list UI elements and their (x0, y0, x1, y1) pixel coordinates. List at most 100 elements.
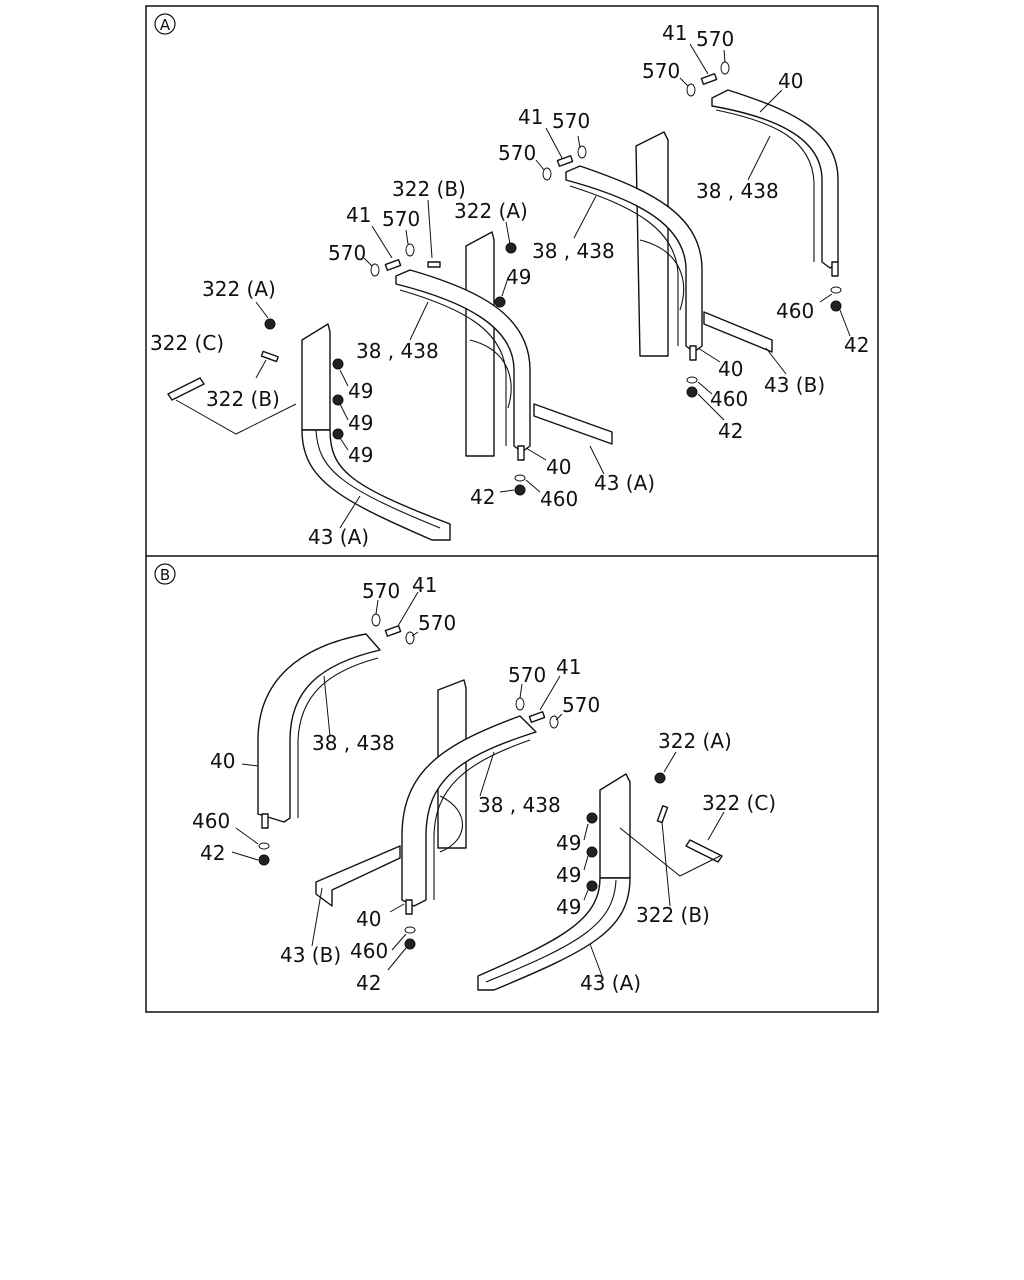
floor-rail-43b (703, 311, 773, 353)
label-a-40-right: 40 (778, 69, 803, 93)
label-b-38-438-mid: 38 , 438 (478, 793, 561, 817)
label-a-41-left: 41 (346, 203, 371, 227)
label-a-570-left-1: 570 (382, 207, 420, 231)
label-b-570-mid-2: 570 (562, 693, 600, 717)
label-a-49-1: 49 (348, 379, 373, 403)
label-b-41-mid: 41 (556, 655, 581, 679)
label-b-570-mid-1: 570 (508, 663, 546, 687)
pin-a-41-left (384, 259, 402, 271)
panel-b-id: B (160, 566, 170, 584)
floor-rail-43a-bottom (301, 429, 451, 541)
label-b-38-438-left: 38 , 438 (312, 731, 395, 755)
bow-right-assembly (686, 61, 842, 312)
floor-rail-b-43b (315, 845, 401, 907)
leaders-a (255, 43, 851, 529)
ring-b-570-left-2 (405, 631, 415, 645)
bolt-a-322a-left (264, 318, 276, 330)
pin-b-41-left (384, 625, 402, 637)
ring-a-570-right-1 (720, 61, 730, 75)
floor-rail-b-43a-inner (485, 879, 617, 983)
label-a-49-2: 49 (348, 411, 373, 435)
bow-b-left (257, 633, 381, 823)
bolt-a-322c (167, 377, 205, 401)
nut-a-49-2 (332, 394, 344, 406)
washer-b-460-mid (404, 926, 416, 934)
ring-b-570-mid-1 (515, 697, 525, 711)
bow-middle-inner (569, 185, 679, 346)
panel-b-marker (154, 563, 176, 585)
label-a-41-right: 41 (662, 21, 687, 45)
label-a-570-right-2: 570 (642, 59, 680, 83)
label-b-43a: 43 (A) (580, 971, 641, 995)
washer-a-460-mid (686, 376, 698, 384)
label-a-43a-mid: 43 (A) (594, 471, 655, 495)
pin-b-41-mid (528, 711, 546, 723)
label-a-570-mid-1: 570 (552, 109, 590, 133)
panel-a: A (150, 13, 869, 549)
label-a-42-low: 42 (470, 485, 495, 509)
nut-a-49-3 (332, 428, 344, 440)
label-b-49-3: 49 (556, 895, 581, 919)
ring-b-570-left-1 (371, 613, 381, 627)
label-a-42-mid: 42 (718, 419, 743, 443)
label-a-42-right: 42 (844, 333, 869, 357)
bolt-a-322b-left (260, 350, 279, 363)
bow-right (711, 89, 839, 269)
bolt-b-322b (656, 805, 669, 824)
label-a-40-mid: 40 (718, 357, 743, 381)
bolt-b-322a (654, 772, 666, 784)
stake-bracket-b (599, 773, 631, 879)
nut-b-42-left (258, 854, 270, 866)
label-a-322a-top: 322 (A) (454, 199, 528, 223)
label-a-460-mid: 460 (710, 387, 748, 411)
nut-a-42-low (514, 484, 526, 496)
bow-middle-curve (639, 239, 685, 311)
bow-right-inner (715, 109, 815, 262)
label-b-40-mid: 40 (356, 907, 381, 931)
label-b-322c: 322 (C) (702, 791, 776, 815)
ring-a-570-left-1 (405, 243, 415, 257)
nut-b-49-1 (586, 812, 598, 824)
label-b-49-2: 49 (556, 863, 581, 887)
panel-a-id: A (160, 16, 171, 34)
panel-b: B (154, 563, 776, 995)
ring-a-570-mid-1 (577, 145, 587, 159)
label-b-570-left-2: 570 (418, 611, 456, 635)
bow-right-stud (831, 261, 839, 277)
nut-a-49-top (494, 296, 506, 308)
label-a-322c: 322 (C) (150, 331, 224, 355)
bow-b-middle-inner (433, 739, 531, 900)
bow-left-curve (469, 339, 512, 409)
bow-middle-stud (689, 345, 697, 361)
label-b-49-1: 49 (556, 831, 581, 855)
label-b-460-mid: 460 (350, 939, 388, 963)
label-a-43a-bottom: 43 (A) (308, 525, 369, 549)
label-a-49-3: 49 (348, 443, 373, 467)
bow-b-middle-assembly (315, 679, 559, 950)
floor-rail-43a-mid (533, 403, 613, 445)
lead-b-322c (619, 827, 721, 877)
label-b-322a: 322 (A) (658, 729, 732, 753)
label-a-570-left-2: 570 (328, 241, 366, 265)
leaders-b (231, 591, 725, 977)
label-a-38-438-right: 38 , 438 (696, 179, 779, 203)
label-a-40-low: 40 (546, 455, 571, 479)
panel-a-marker (154, 13, 176, 35)
label-b-42-mid: 42 (356, 971, 381, 995)
label-b-322b: 322 (B) (636, 903, 710, 927)
bolt-b-322c (685, 839, 723, 863)
label-b-570-left-1: 570 (362, 579, 400, 603)
label-b-42-left: 42 (200, 841, 225, 865)
label-a-322b-left: 322 (B) (206, 387, 280, 411)
nut-a-322a-top (505, 242, 517, 254)
pin-a-41-right (700, 73, 718, 85)
ring-b-570-mid-2 (549, 715, 559, 729)
bow-left-stud (517, 445, 525, 461)
nut-b-49-3 (586, 880, 598, 892)
stake-left (465, 231, 495, 457)
label-a-41-mid: 41 (518, 105, 543, 129)
label-a-570-mid-2: 570 (498, 141, 536, 165)
bow-b-middle-stud (405, 899, 413, 915)
bolt-a-322b-top (427, 261, 441, 268)
label-b-41-left: 41 (412, 573, 437, 597)
